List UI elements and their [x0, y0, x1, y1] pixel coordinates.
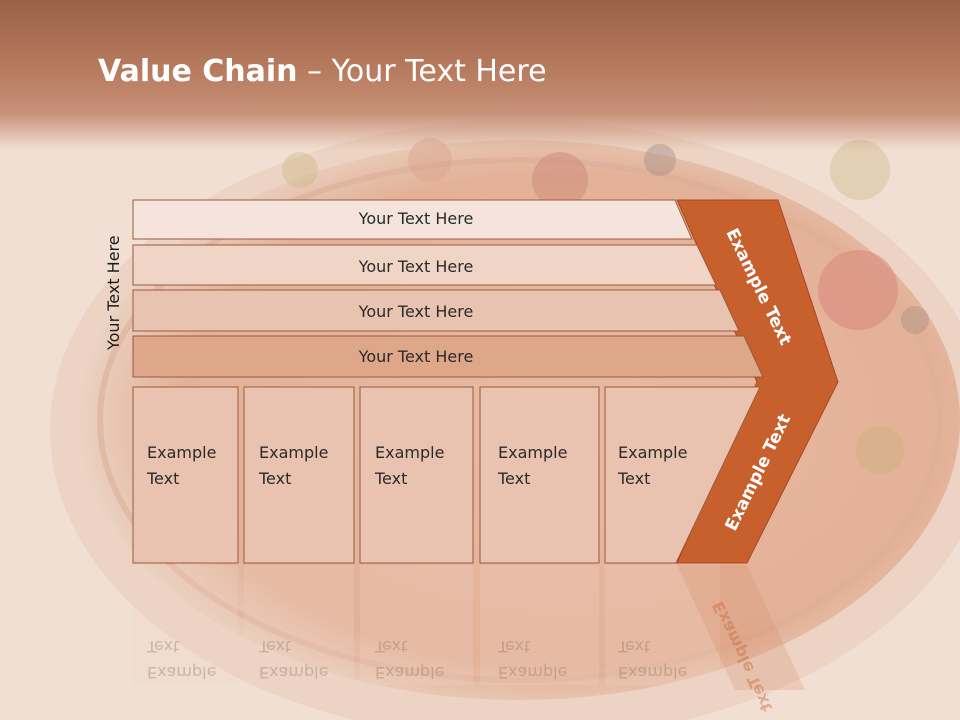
- bar-1-label: Your Text Here: [358, 209, 474, 228]
- box-5-line2: Text: [617, 469, 650, 488]
- reflection-text-5b: Example: [618, 663, 687, 682]
- reflection-text-2b: Example: [259, 663, 328, 682]
- box-2-line1: Example: [259, 443, 328, 462]
- reflection-text-1b: Example: [147, 663, 216, 682]
- box-3: [359, 386, 474, 564]
- box-3-line1: Example: [375, 443, 444, 462]
- title-bold: Value Chain: [98, 54, 298, 89]
- reflection-text-3b: Example: [375, 663, 444, 682]
- box-2: [243, 386, 355, 564]
- bar-3-label: Your Text Here: [358, 302, 474, 321]
- box-4: [479, 386, 600, 564]
- box-5-line1: Example: [618, 443, 687, 462]
- page-title: Value Chain – Your Text Here: [98, 54, 547, 89]
- reflection-text-4a: Text: [497, 637, 530, 656]
- reflection-group: [133, 565, 805, 690]
- box-1: [132, 386, 239, 564]
- box-4-line1: Example: [498, 443, 567, 462]
- reflection-text-4b: Example: [498, 663, 567, 682]
- title-rest: – Your Text Here: [297, 54, 547, 89]
- box-1-line2: Text: [146, 469, 179, 488]
- bar-1: [132, 199, 693, 240]
- reflection-text-1a: Text: [146, 637, 179, 656]
- bar-4-label: Your Text Here: [358, 347, 474, 366]
- bar-2-label: Your Text Here: [358, 257, 474, 276]
- bar-4: [132, 335, 764, 378]
- header-band: [0, 0, 960, 150]
- bar-3: [132, 289, 740, 332]
- box-2-line2: Text: [258, 469, 291, 488]
- reflection-text-5a: Text: [617, 637, 650, 656]
- bar-2: [132, 244, 717, 286]
- reflection-text-2a: Text: [258, 637, 291, 656]
- box-3-line2: Text: [374, 469, 407, 488]
- box-4-line2: Text: [497, 469, 530, 488]
- box-5: [604, 386, 761, 564]
- reflection-text-3a: Text: [374, 637, 407, 656]
- box-1-line1: Example: [147, 443, 216, 462]
